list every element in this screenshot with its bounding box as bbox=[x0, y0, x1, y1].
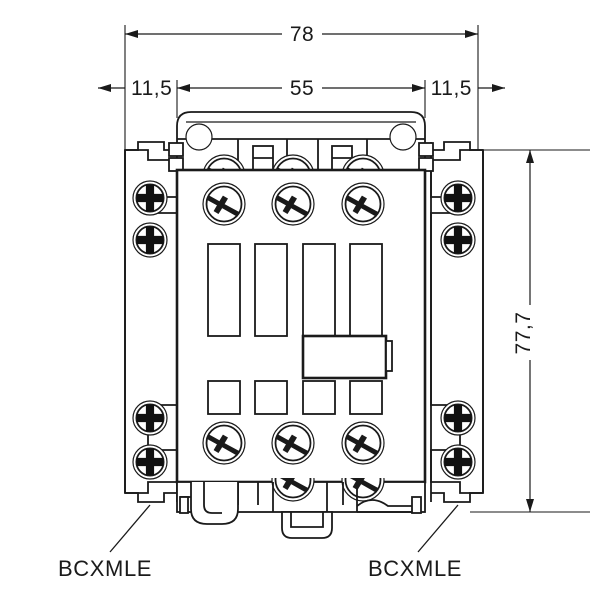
terminal-screw-bottom-1 bbox=[202, 421, 246, 465]
top-cap-boss-left bbox=[185, 123, 213, 151]
terminal-screw-bottom-2 bbox=[271, 421, 315, 465]
leader-line-right bbox=[417, 504, 459, 553]
center-mounting-foot bbox=[281, 511, 333, 539]
mounting-screw-left-3 bbox=[132, 400, 168, 436]
dimension-overall-height: 77,7 bbox=[470, 149, 590, 513]
dimension-left-bracket-width: 11,5 bbox=[98, 77, 172, 100]
bottom-terminal-cover bbox=[176, 478, 426, 539]
dimension-value-overall-width: 78 bbox=[290, 23, 314, 46]
mounting-screw-right-1 bbox=[440, 180, 476, 216]
center-mounting-foot-inner bbox=[290, 512, 324, 528]
label-right-bracket: BCXMLE bbox=[368, 556, 462, 581]
din-rail-release-loop-left bbox=[190, 482, 239, 525]
bottom-left-tab bbox=[179, 496, 189, 514]
right-bracket-bottom-notch bbox=[431, 492, 483, 503]
right-mounting-bracket bbox=[430, 141, 484, 503]
mounting-screw-left-2 bbox=[132, 222, 168, 258]
vent-slot-small-2 bbox=[254, 380, 288, 415]
vent-slot-small-4 bbox=[349, 380, 383, 415]
auxiliary-block-side-tab bbox=[385, 340, 393, 372]
left-bracket-bottom-notch bbox=[125, 492, 177, 503]
top-cap-boss-right bbox=[389, 123, 417, 151]
cap-side-tab-left-upper bbox=[168, 142, 184, 157]
mounting-screw-right-3 bbox=[440, 400, 476, 436]
mounting-screw-right-2 bbox=[440, 222, 476, 258]
din-rail-loop-inner-left bbox=[203, 482, 222, 514]
label-left-bracket: BCXMLE bbox=[58, 556, 152, 581]
mounting-screw-left-4 bbox=[132, 444, 168, 480]
vent-slot-small-3 bbox=[302, 380, 336, 415]
bottom-right-tab bbox=[411, 496, 422, 514]
dimension-overall-width: 78 bbox=[124, 23, 479, 160]
dimension-right-bracket-width: 11,5 bbox=[431, 77, 505, 100]
din-rail-release-right bbox=[356, 499, 412, 507]
cap-side-tab-right-upper bbox=[418, 142, 434, 157]
mounting-screw-right-4 bbox=[440, 444, 476, 480]
annotation-left: BCXMLE bbox=[58, 504, 152, 581]
contactor-main-body bbox=[175, 168, 427, 484]
dimension-value-overall-height: 77,7 bbox=[512, 312, 535, 355]
dimension-body-width: 55 bbox=[176, 77, 426, 118]
terminal-screw-bottom-3 bbox=[341, 421, 385, 465]
mounting-screw-left-1 bbox=[132, 180, 168, 216]
dimension-value-left-bracket: 11,5 bbox=[131, 77, 172, 100]
terminal-screw-top-2 bbox=[271, 182, 315, 226]
dimension-value-right-bracket: 11,5 bbox=[431, 77, 472, 100]
auxiliary-contact-block bbox=[301, 334, 388, 380]
vent-slot-tall-3 bbox=[302, 243, 336, 337]
terminal-screw-top-3 bbox=[341, 182, 385, 226]
vent-slot-tall-1 bbox=[207, 243, 241, 337]
terminal-screw-top-1 bbox=[202, 182, 246, 226]
leader-line-left bbox=[109, 504, 151, 553]
vent-slot-small-1 bbox=[207, 380, 241, 415]
vent-slot-tall-2 bbox=[254, 243, 288, 337]
annotation-right: BCXMLE bbox=[368, 504, 462, 581]
right-bracket-top-notch bbox=[431, 141, 483, 151]
left-mounting-bracket bbox=[124, 141, 178, 503]
left-bracket-top-notch bbox=[125, 141, 177, 151]
vent-slot-tall-4 bbox=[349, 243, 383, 337]
top-terminal-cover bbox=[168, 111, 434, 172]
dimension-value-body-width: 55 bbox=[290, 77, 314, 100]
